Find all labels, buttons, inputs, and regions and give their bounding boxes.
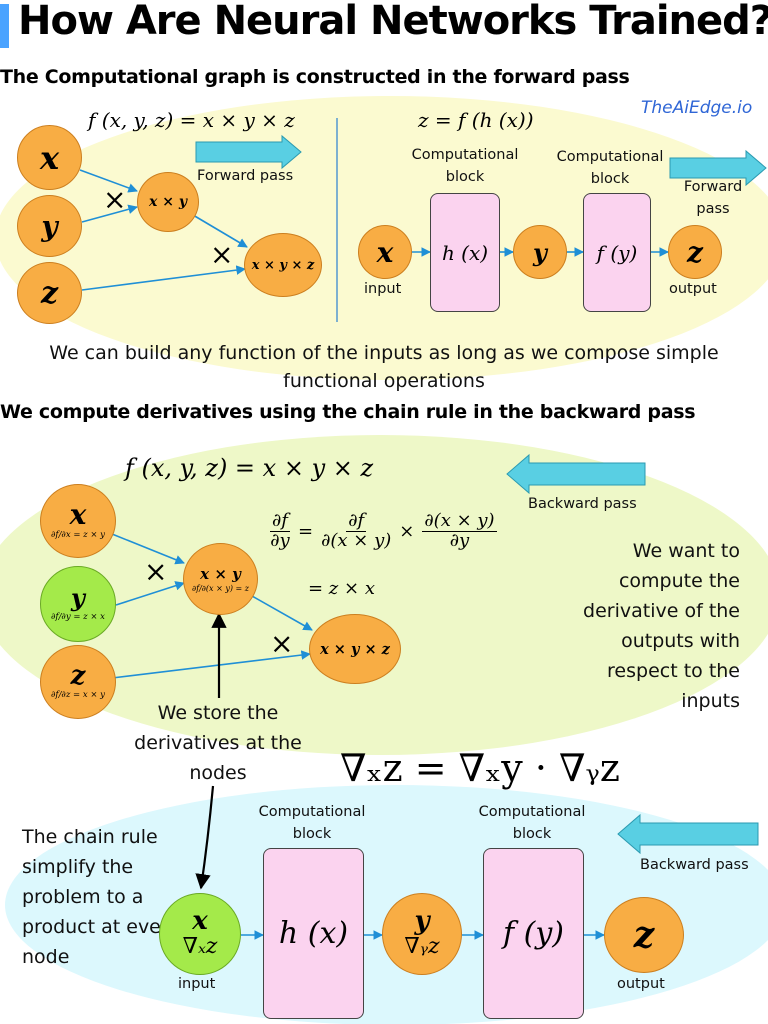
chain1-input-label: input	[364, 281, 402, 297]
multiply-symbol-1: ×	[103, 183, 127, 216]
chain1-input-node: x	[358, 225, 412, 279]
chain1-block-f: f (y)	[583, 193, 651, 312]
node2-z: z ∂f/∂z = x × y	[40, 645, 116, 719]
section1-equation-right: z = f (h (x))	[418, 108, 534, 132]
backward-pass-arrow	[506, 453, 646, 495]
node2-xyz: x × y × z	[309, 614, 401, 684]
section1-equation-left: f (x, y, z) = x × y × z	[88, 108, 295, 132]
section1-heading: The Computational graph is constructed i…	[0, 66, 630, 88]
multiply-symbol-2: ×	[210, 238, 234, 271]
store-note-arrow-2	[195, 785, 215, 890]
chain-rule-mid-den: ∂(x × y)	[321, 529, 392, 551]
chain-rule-rhs-den: ∂y	[449, 529, 470, 551]
section1-caption: We can build any function of the inputs …	[49, 342, 719, 392]
chain-rule-lhs-den: ∂y	[270, 529, 290, 551]
edge-xy-to-xyz	[192, 214, 248, 248]
section2-heading: We compute derivatives using the chain r…	[0, 401, 696, 423]
node-z: z	[17, 262, 82, 324]
forward-pass-arrow	[195, 134, 302, 170]
backward-pass-label: Backward pass	[528, 496, 637, 512]
watermark: TheAiEdge.io	[641, 98, 753, 118]
chain3-output-label: output	[617, 976, 665, 992]
chain3-input-label: input	[178, 976, 216, 992]
chain-rule-equation: ∂f∂y = ∂f∂(x × y) × ∂(x × y)∂y	[270, 510, 497, 551]
node-x: x	[17, 125, 82, 190]
store-note: We store the derivatives at the nodes	[134, 702, 302, 784]
backward-pass-label-2: Backward pass	[640, 857, 749, 873]
block-label-3: Computational block	[258, 804, 366, 842]
block-label-2: Computational block	[556, 149, 664, 187]
node2-x: x ∂f/∂x = z × y	[40, 484, 116, 558]
block-label-1: Computational block	[411, 147, 519, 185]
node-y: y	[17, 195, 82, 257]
multiply-symbol-3: ×	[144, 555, 168, 588]
edge-z-to-xyz	[81, 265, 246, 291]
node-xy: x × y	[137, 172, 199, 232]
section3-side-note: The chain rule simplify the problem to a…	[22, 826, 180, 968]
chain-rule-lhs-num: ∂f	[270, 510, 290, 532]
block-label-4: Computational block	[478, 804, 586, 842]
chain3-block-f: f (y)	[483, 848, 584, 1019]
forward-pass-label-right: Forward pass	[683, 179, 743, 217]
backward-pass-arrow-2	[617, 813, 759, 855]
chain3-mid-node: y ∇ᵧz	[382, 893, 462, 975]
edge-x-to-xy	[79, 169, 138, 193]
section3-equation: ∇ₓz = ∇ₓy · ∇ᵧz	[340, 746, 620, 790]
chain1-output-node: z	[668, 225, 722, 279]
node2-y: y ∂f/∂y = z × x	[40, 566, 116, 642]
page-title: How Are Neural Networks Trained?	[18, 0, 768, 44]
title-accent-bar	[0, 4, 9, 48]
chain-rule-mid-num: ∂f	[346, 510, 367, 532]
chain3-output-node: z	[604, 897, 684, 973]
edge2-y-to-xy	[115, 581, 185, 606]
chain-rule-result: = z × x	[308, 578, 375, 599]
chain-rule-rhs-num: ∂(x × y)	[422, 510, 497, 532]
chain3-block-h: h (x)	[263, 848, 364, 1019]
chain1-block-h: h (x)	[430, 193, 500, 312]
edge2-xy-to-xyz	[251, 595, 313, 631]
chain1-output-label: output	[669, 281, 717, 297]
section2-equation: f (x, y, z) = x × y × z	[125, 454, 374, 482]
section2-side-note: We want to compute the derivative of the…	[583, 540, 740, 712]
chain3-input-node: x ∇ₓz	[159, 893, 241, 975]
forward-pass-arrow-right	[669, 149, 767, 187]
edge2-z-to-xyz	[111, 650, 311, 679]
node-xyz: x × y × z	[244, 233, 322, 297]
multiply-symbol-4: ×	[270, 627, 294, 660]
edge2-x-to-xy	[111, 533, 185, 565]
edge-y-to-xy	[81, 204, 138, 223]
section2-background	[0, 435, 768, 755]
chain1-mid-node: y	[513, 225, 567, 279]
node2-xy: x × y ∂f/∂(x × y) = z	[183, 543, 258, 615]
forward-pass-label: Forward pass	[197, 168, 294, 184]
